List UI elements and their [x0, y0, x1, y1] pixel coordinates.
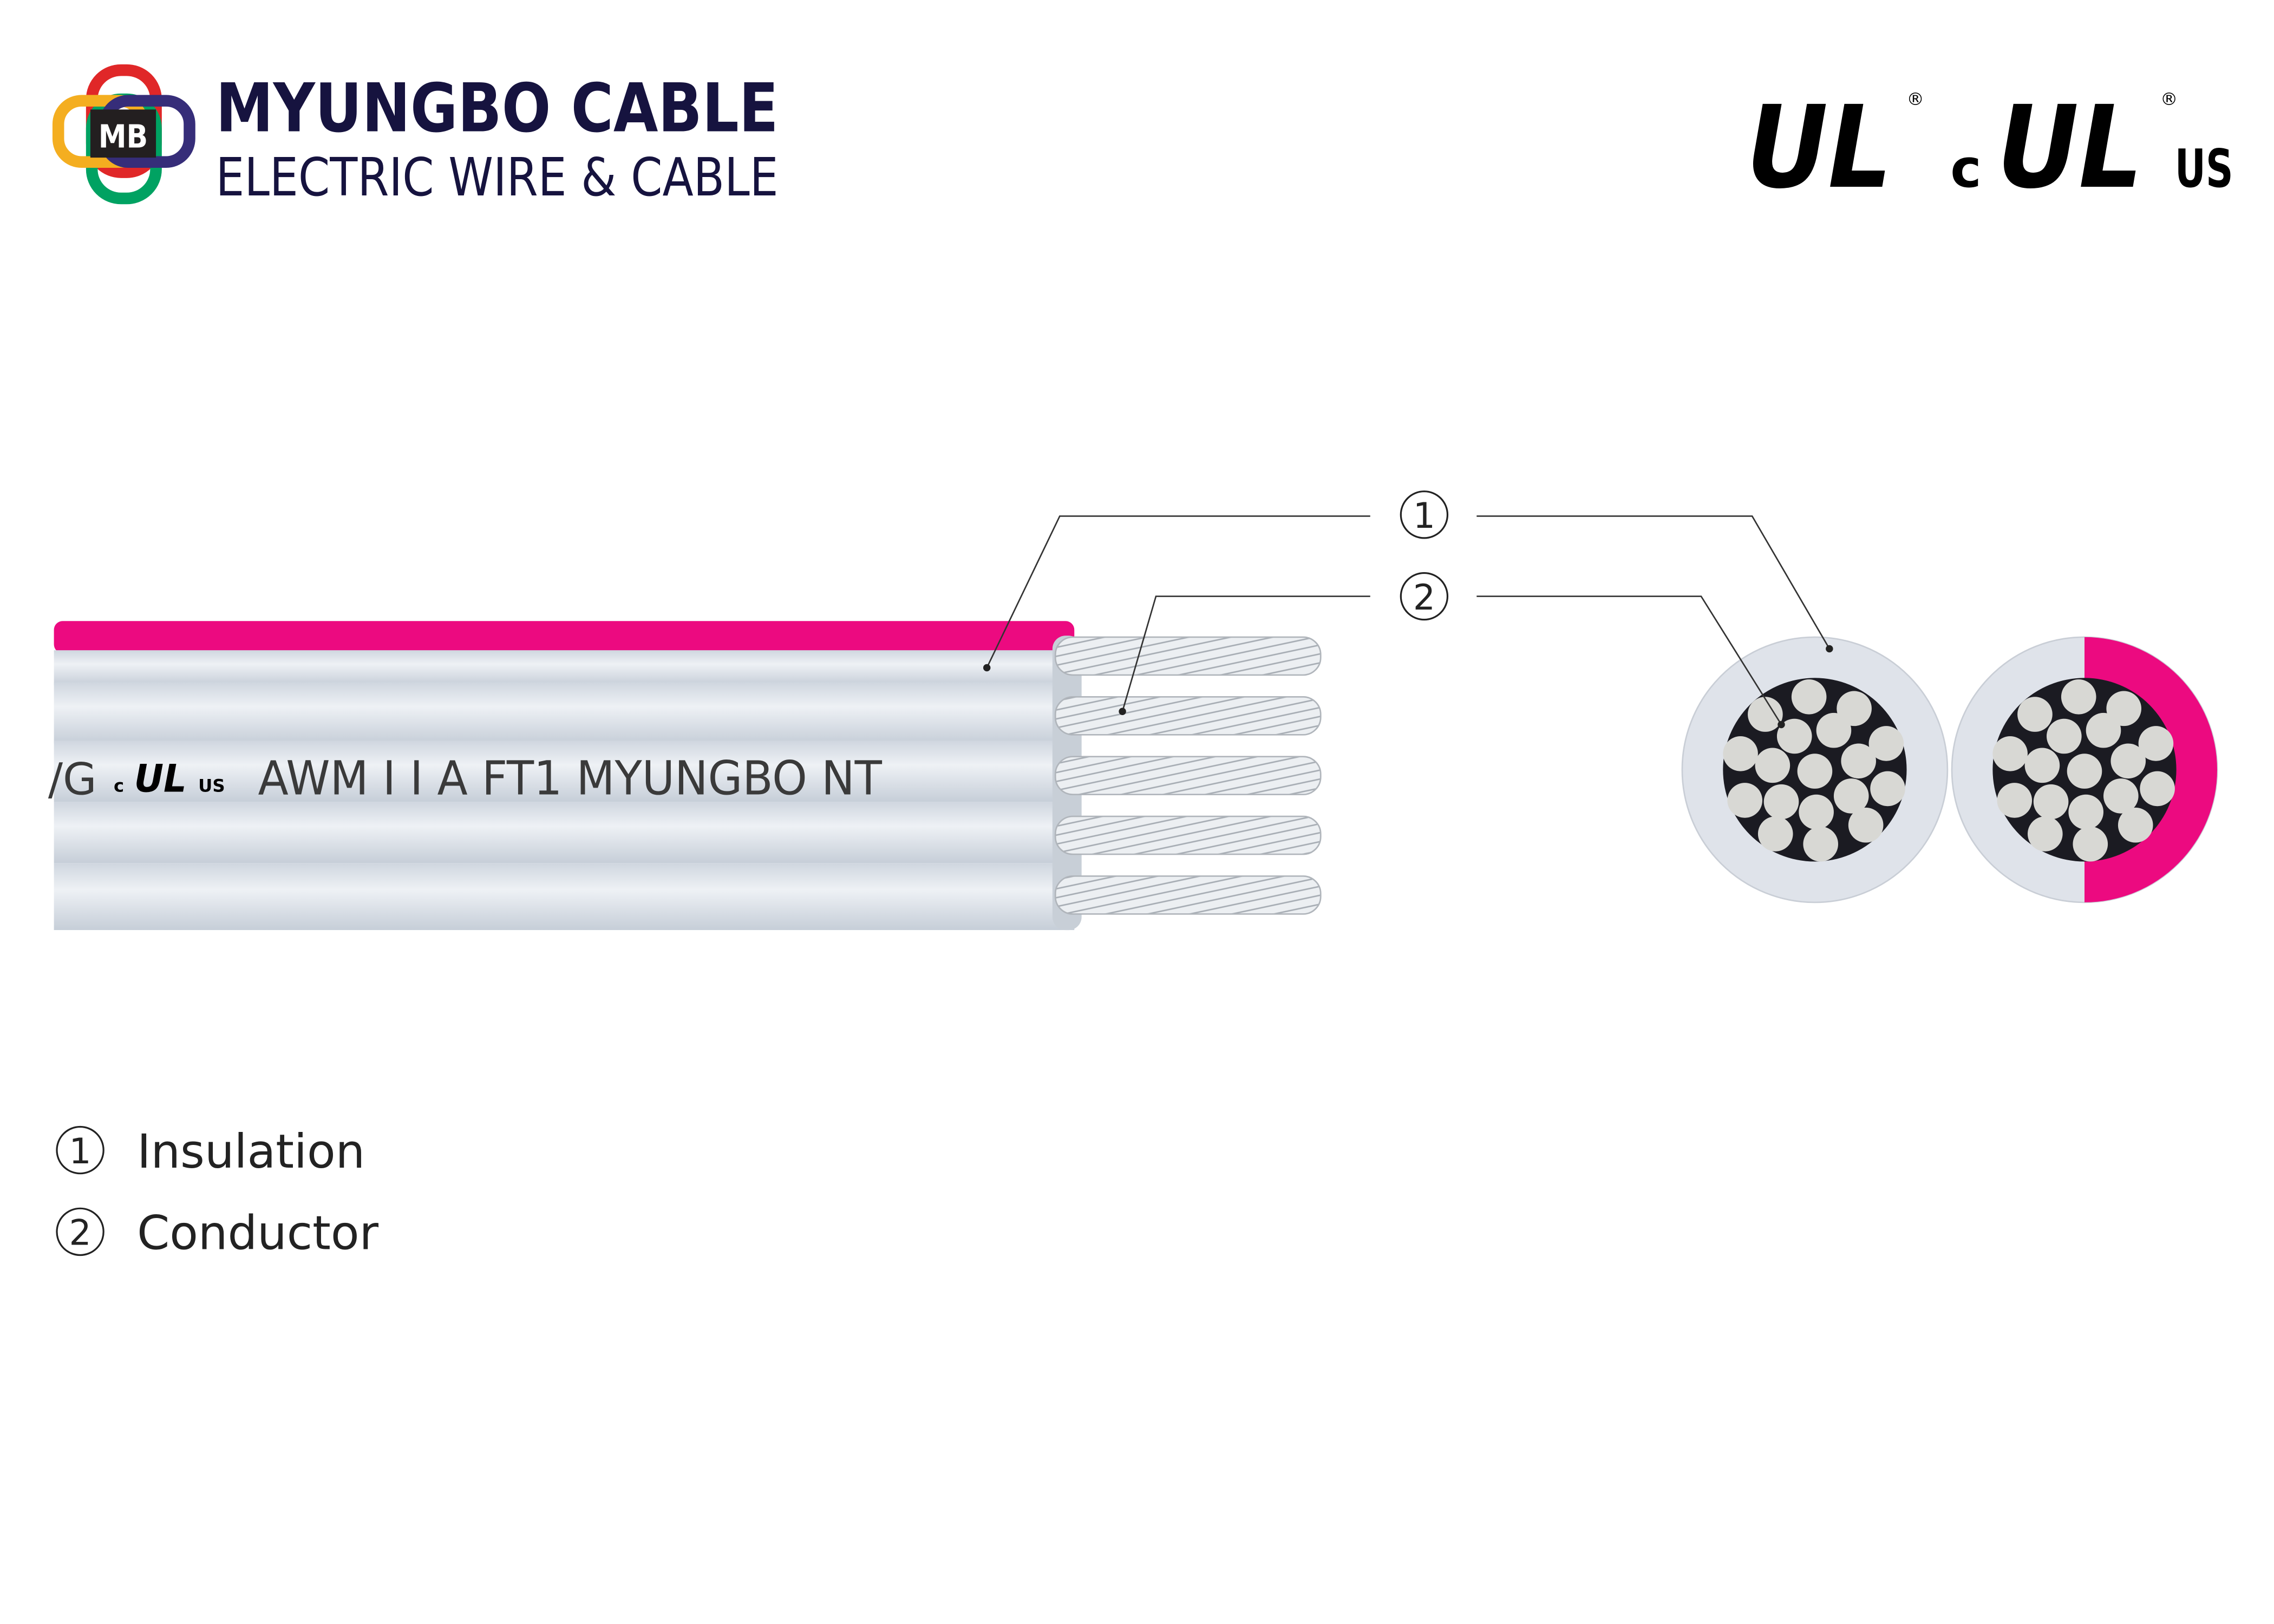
callout-lines [986, 515, 1831, 725]
ul-logo: UL [1746, 81, 1892, 214]
cable-print-cul-prefix: c [114, 775, 124, 796]
cul-suffix: US [2175, 138, 2233, 199]
ul-certification-mark: UL ® [1746, 81, 1924, 214]
brand-name: MYUNGBO CABLE [215, 70, 778, 148]
cable-print-cul-suffix: US [198, 775, 225, 796]
cable-stripe [54, 621, 1075, 653]
conductor-insulations [54, 636, 1082, 931]
brand-tagline: ELECTRIC WIRE & CABLE [215, 147, 778, 208]
legend-item-insulation: 1 Insulation [56, 1125, 365, 1179]
legend-number: 2 [69, 1213, 92, 1254]
stripped-conductors [1054, 636, 1322, 915]
callout-number: 1 [1413, 496, 1435, 536]
callout-2: 2 [1400, 572, 1449, 621]
registered-icon: ® [1907, 89, 1924, 109]
legend-label: Insulation [137, 1125, 365, 1179]
legend-number: 1 [69, 1131, 92, 1172]
callout-1: 1 [1400, 490, 1449, 539]
legend-label: Conductor [137, 1207, 379, 1261]
logo-mark: MB [99, 117, 148, 155]
cul-certification-mark: c UL US ® [1950, 81, 2233, 214]
cul-prefix: c [1950, 138, 1981, 199]
cable-print-ul-logo: UL [134, 756, 187, 801]
registered-icon: ® [2160, 89, 2178, 109]
legend-item-conductor: 2 Conductor [56, 1207, 379, 1261]
cross-section-white [1681, 636, 1949, 903]
cul-logo: UL [1997, 81, 2142, 214]
callout-number: 2 [1413, 578, 1435, 618]
flat-ribbon-cable: /G c UL US AWM I I A FT1 MYUNGBO NT [48, 621, 1322, 931]
cable-print-text: AWM I I A FT1 MYUNGBO NT [258, 752, 883, 806]
cable-print-prefix: /G [48, 755, 97, 806]
cross-section-striped [1951, 636, 2218, 903]
company-logo: MB [52, 64, 195, 205]
